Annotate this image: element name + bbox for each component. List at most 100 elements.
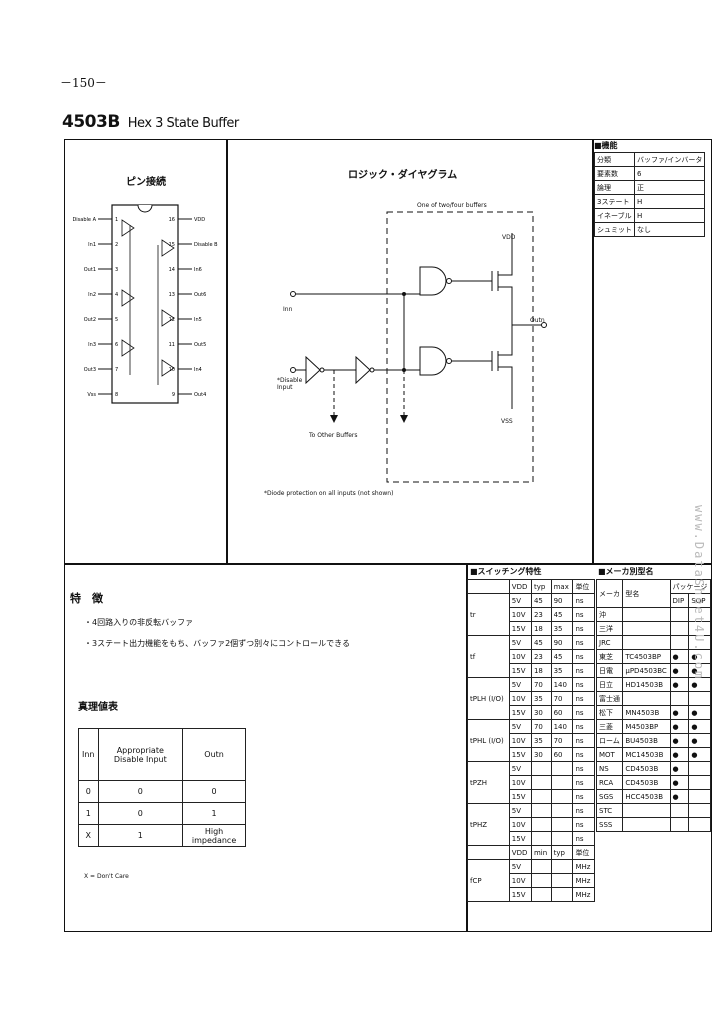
switching-cell: ns: [572, 747, 595, 762]
divider: [592, 139, 594, 564]
switching-cell: [550, 831, 574, 846]
part-number: 4503B: [62, 112, 120, 132]
fmax-cell: [530, 873, 552, 888]
pinout-title: ピン接続: [126, 177, 166, 188]
function-key: 論理: [594, 180, 635, 195]
pin-number: 13: [169, 292, 175, 298]
maker-row: 沖: [595, 607, 711, 622]
pin-number: 4: [115, 292, 118, 298]
function-value: H: [633, 208, 706, 223]
switching-cell: [530, 817, 552, 832]
switching-cell: 5V: [508, 635, 532, 650]
input-label: Inn: [283, 306, 293, 313]
pin-number: 3: [115, 267, 118, 273]
switching-cell: ns: [572, 831, 595, 846]
makers-col-header: メーカ型名パッケージ: [595, 579, 712, 608]
pin-label: Disable A: [72, 217, 96, 223]
switching-cell: 23: [530, 607, 552, 622]
divider: [226, 139, 228, 564]
switching-cell: 70: [550, 691, 574, 706]
switching-cell: 10V: [508, 817, 532, 832]
switching-cell: [530, 831, 552, 846]
maker-name: STC: [595, 803, 624, 818]
page-title: 4503B Hex 3 State Buffer: [62, 112, 239, 132]
truth-cell: High impedance: [182, 824, 246, 847]
function-header: ■機能: [594, 141, 618, 150]
switching-cell: ns: [572, 719, 595, 734]
switching-cell: 5V: [508, 803, 532, 818]
truth-cell: 0: [97, 780, 184, 803]
maker-dip: ●: [669, 775, 690, 790]
datasheet-frame: [64, 139, 712, 932]
features-title: 特 徴: [70, 592, 103, 605]
pin-number: 12: [169, 317, 175, 323]
logic-title: ロジック・ダイヤグラム: [348, 170, 458, 181]
makers-col: 型名: [622, 579, 671, 608]
switching-cell: ns: [572, 663, 595, 678]
maker-name: SGS: [595, 789, 624, 804]
maker-name: 東芝: [595, 649, 624, 664]
truth-header: Outn: [182, 728, 246, 781]
maker-part: BU4503B: [622, 733, 671, 748]
maker-dip: [669, 817, 690, 832]
function-key: イネーブル: [594, 208, 635, 223]
switching-cell: 90: [550, 635, 574, 650]
switching-cell: 30: [530, 747, 552, 762]
switching-cell: 10V: [508, 775, 532, 790]
diode-note: *Diode protection on all inputs (not sho…: [264, 490, 394, 497]
switching-header: ■スイッチング特性: [470, 567, 542, 576]
maker-part: [622, 691, 671, 706]
pin-label: Disable B: [194, 242, 218, 248]
pin-label: In5: [194, 317, 202, 323]
pin-label: Out6: [194, 292, 206, 298]
switching-cell: 10V: [508, 607, 532, 622]
switching-cell: 5V: [508, 677, 532, 692]
part-description: Hex 3 State Buffer: [127, 116, 239, 131]
switching-cell: 10V: [508, 733, 532, 748]
switching-cell: 70: [550, 733, 574, 748]
maker-part: CD4503B: [622, 761, 671, 776]
switching-param: tr: [467, 593, 510, 636]
pin-number: 11: [169, 342, 175, 348]
pin-label: In2: [88, 292, 96, 298]
maker-name: MOT: [595, 747, 624, 762]
switching-param: tPHZ: [467, 803, 510, 846]
output-label: Outn: [530, 317, 545, 324]
switching-cell: ns: [572, 733, 595, 748]
switching-param: tPLH (I/O): [467, 677, 510, 720]
switching-cell: ns: [572, 803, 595, 818]
maker-name: SSS: [595, 817, 624, 832]
maker-name: ローム: [595, 733, 624, 748]
fmax-col: VDD: [508, 845, 532, 860]
fmax-cell: 15V: [508, 887, 532, 902]
switching-cell: 140: [550, 677, 574, 692]
pin-label: Out2: [84, 317, 96, 323]
function-row: 分類バッファ/インバータ: [594, 152, 706, 167]
maker-name: 三菱: [595, 719, 624, 734]
truth-cell: 1: [78, 802, 99, 825]
switching-param: tPHL (I/O): [467, 719, 510, 762]
function-value: バッファ/インバータ: [633, 152, 706, 167]
switching-col: 単位: [572, 579, 595, 594]
switching-cell: 23: [530, 649, 552, 664]
maker-part: TC4503BP: [622, 649, 671, 664]
switching-cell: ns: [572, 705, 595, 720]
maker-name: 沖: [595, 607, 624, 622]
switching-cell: 10V: [508, 649, 532, 664]
switching-cell: ns: [572, 677, 595, 692]
truth-note: X = Don't Care: [84, 873, 129, 880]
switching-cell: ns: [572, 691, 595, 706]
fmax-col: [467, 845, 510, 860]
switching-col: max: [550, 579, 574, 594]
switching-cell: 35: [530, 733, 552, 748]
